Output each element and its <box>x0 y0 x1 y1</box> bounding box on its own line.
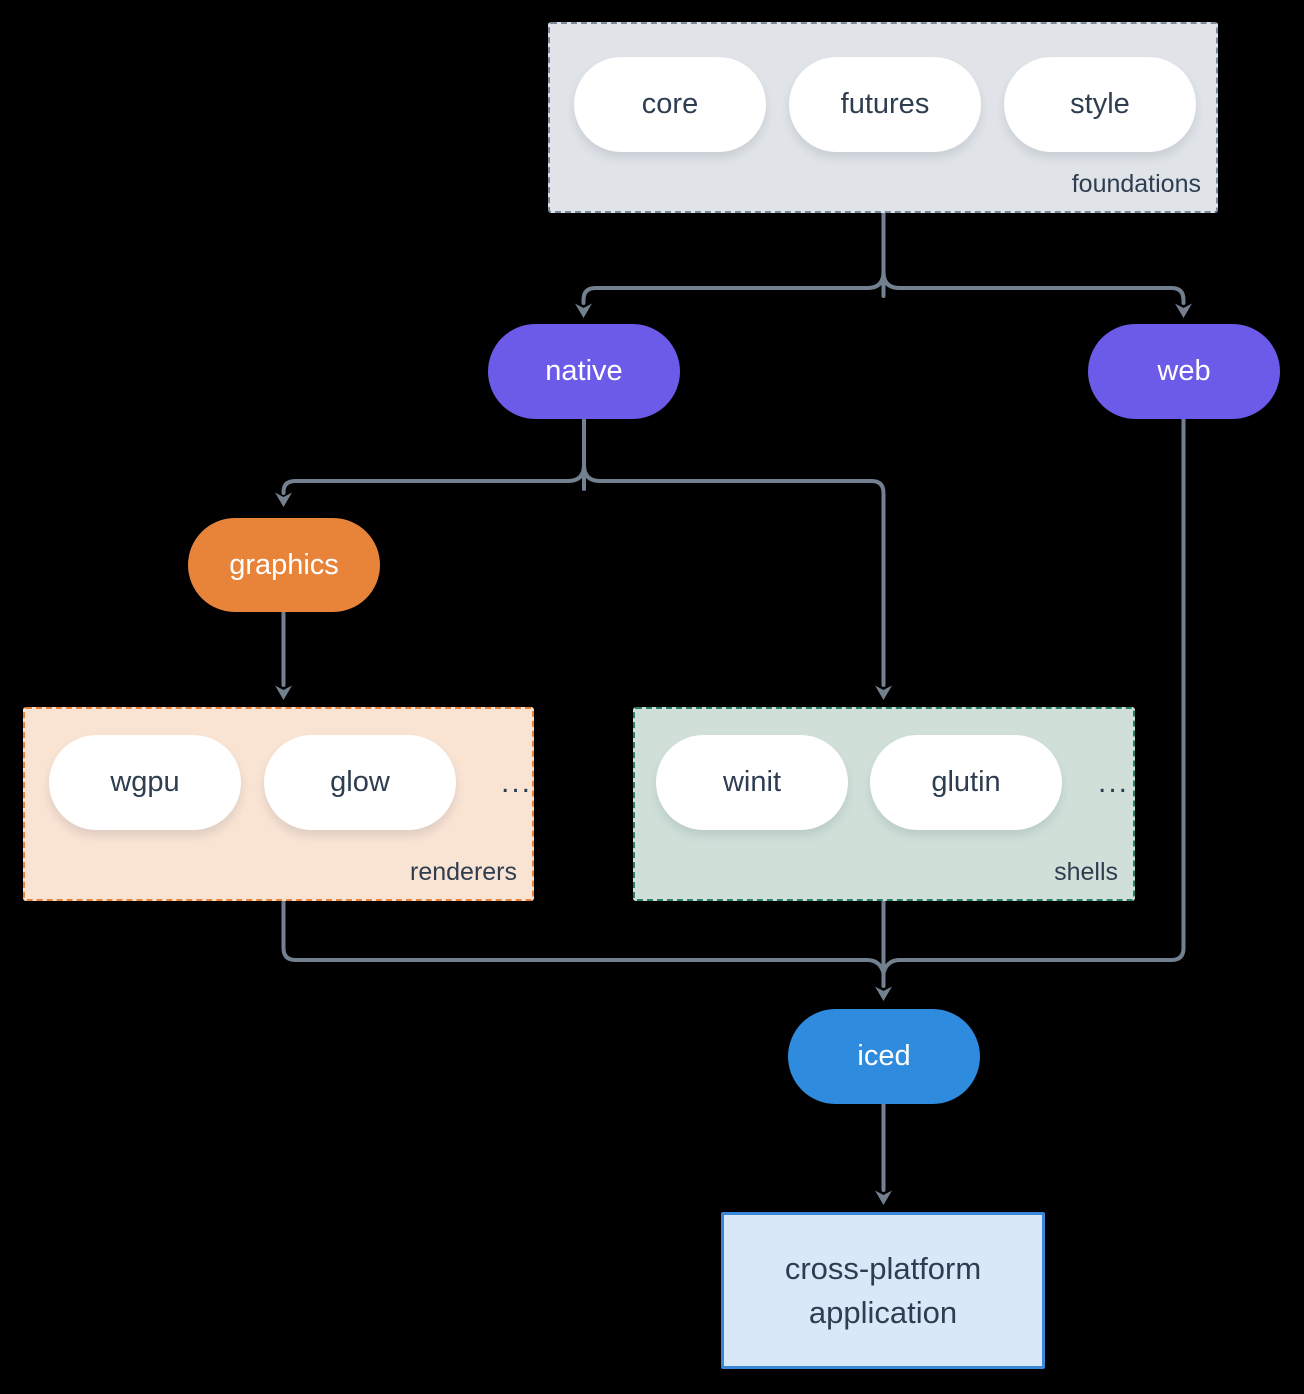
node-web: web <box>1088 324 1280 419</box>
iced-label: iced <box>857 1040 911 1072</box>
pill-core: core <box>574 57 766 152</box>
shells-pill-row: winit glutin ... <box>635 735 1129 830</box>
pill-glow: glow <box>264 735 456 830</box>
foundations-pill-row: core futures style <box>550 57 1196 152</box>
pill-futures: futures <box>789 57 981 152</box>
foundations-label: foundations <box>1071 170 1201 198</box>
arrowhead-web <box>1175 303 1192 318</box>
edge-native-shells <box>582 463 886 687</box>
arrowhead-application <box>875 1190 892 1205</box>
arrowhead-shells <box>875 685 892 700</box>
shells-label: shells <box>1054 858 1118 886</box>
application-label-line2: application <box>808 1294 958 1330</box>
node-cross-platform-application: cross-platform application <box>721 1212 1045 1369</box>
edge-foundations-native <box>581 270 886 305</box>
pill-winit: winit <box>656 735 848 830</box>
arrowhead-graphics <box>275 492 292 507</box>
arrowhead-native <box>575 303 592 318</box>
shells-ellipsis: ... <box>1098 765 1130 799</box>
pill-wgpu: wgpu <box>49 735 241 830</box>
application-label-line1: cross-platform <box>784 1250 982 1286</box>
node-iced: iced <box>788 1009 980 1104</box>
graphics-label: graphics <box>229 548 339 581</box>
node-graphics: graphics <box>188 518 380 612</box>
renderers-ellipsis: ... <box>501 765 533 799</box>
web-label: web <box>1157 355 1211 387</box>
group-foundations: core futures style foundations <box>548 22 1218 213</box>
renderers-label: renderers <box>410 858 517 886</box>
arrowhead-renderers <box>275 685 292 700</box>
group-shells: winit glutin ... shells <box>633 707 1135 901</box>
edge-web-iced <box>881 417 1186 975</box>
pill-glutin: glutin <box>870 735 1062 830</box>
group-renderers: wgpu glow ... renderers <box>23 707 534 901</box>
arrowhead-iced <box>875 986 892 1001</box>
native-label: native <box>545 355 623 387</box>
edge-foundations-web <box>881 270 1186 305</box>
edge-native-graphics <box>281 463 586 495</box>
edge-renderers-iced <box>281 900 886 975</box>
node-native: native <box>488 324 680 419</box>
renderers-pill-row: wgpu glow ... <box>25 735 532 830</box>
pill-style: style <box>1004 57 1196 152</box>
